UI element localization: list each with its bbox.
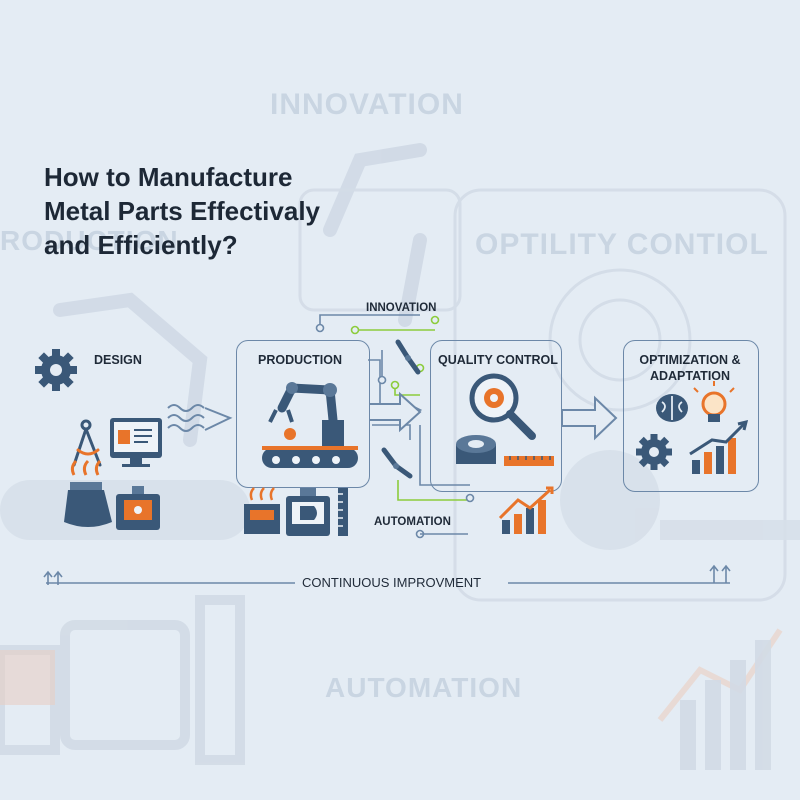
flow-arrow-quality-optimization <box>561 395 618 441</box>
background-automation-text: AUTOMATION <box>325 672 523 703</box>
press-icon <box>244 487 280 534</box>
stage-label-optimization: OPTIMIZATION & ADAPTATION <box>639 353 741 383</box>
automation-label: AUTOMATION <box>374 516 451 528</box>
brain-icon <box>656 394 688 422</box>
gear-icon <box>636 434 672 470</box>
ruler-icon <box>504 456 554 466</box>
background-quality-text: OPTILITY CONTIOL <box>475 228 769 261</box>
robotic-arm-icon <box>268 382 344 446</box>
ruler-icon <box>338 488 348 536</box>
flow-arrow-design-production <box>167 404 233 432</box>
robotic-arm-icon <box>395 339 421 375</box>
stage-label-quality-control: QUALITY CONTROL <box>438 353 558 367</box>
innovation-label: INNOVATION <box>366 302 437 314</box>
gear-icon <box>35 349 77 391</box>
metal-part-icon <box>456 435 496 464</box>
background-production-text: RODUCTION <box>0 225 179 256</box>
furnace-icon <box>64 459 112 527</box>
continuous-improvement-label: CONTINUOUS IMPROVMENT <box>302 575 482 590</box>
computer-monitor-icon <box>110 418 162 467</box>
page-title: How to Manufacture Metal Parts Effectiva… <box>44 162 321 260</box>
magnifier-gear-icon <box>469 373 536 440</box>
continuous-improvement-loop <box>43 564 731 585</box>
bar-chart-icon <box>498 486 554 534</box>
robotic-arm-icon <box>381 447 413 479</box>
flow-arrow-production-quality-block <box>370 391 422 433</box>
background-innovation-text: INNOVATION <box>270 88 464 121</box>
production-box <box>236 340 370 488</box>
optimization-box <box>623 340 759 492</box>
stage-label-design: DESIGN <box>94 353 142 367</box>
stage-label-production: PRODUCTION <box>258 353 343 367</box>
drafting-compass-icon <box>72 419 102 467</box>
cnc-machine-icon <box>286 488 330 536</box>
growth-chart-icon <box>689 419 749 474</box>
lightbulb-icon <box>693 381 735 422</box>
conveyor-belt-icon <box>262 446 358 468</box>
cnc-machine-icon <box>116 486 160 530</box>
